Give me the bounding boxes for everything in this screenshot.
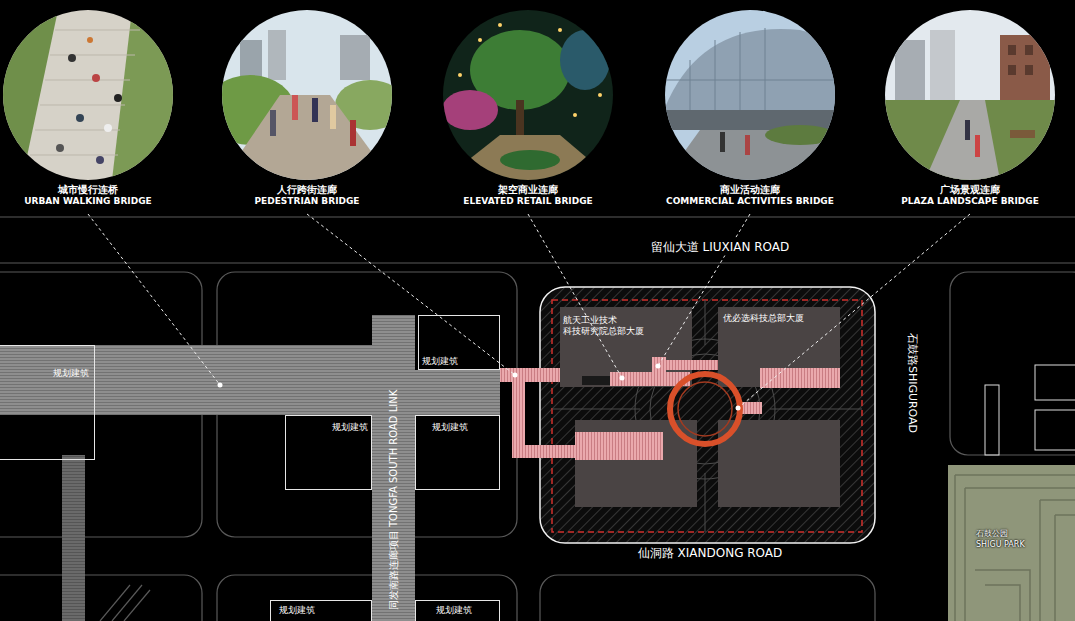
- english-caption: COMMERCIAL ACTIVITIES BRIDGE: [620, 196, 880, 207]
- circle-caption: 城市慢行连桥URBAN WALKING BRIDGE: [0, 184, 218, 207]
- circle-caption: 商业活动连廊COMMERCIAL ACTIVITIES BRIDGE: [620, 184, 880, 207]
- photo-circle: 城市慢行连桥URBAN WALKING BRIDGE: [3, 10, 173, 180]
- building-block: 优必选科技总部大厦: [718, 307, 840, 387]
- node-label: 规划建筑: [53, 368, 89, 379]
- english-caption: URBAN WALKING BRIDGE: [0, 196, 218, 207]
- road-name: 石鼓路SHIGUROAD: [905, 330, 920, 436]
- planned-building: 规划建筑: [415, 600, 500, 621]
- photo-circle: 架空商业连廊ELEVATED RETAIL BRIDGE: [443, 10, 613, 180]
- planned-building: 规划建筑: [0, 345, 95, 460]
- chinese-caption: 架空商业连廊: [398, 184, 658, 196]
- walkway-band: 同发南路连廊项目 TONGFA SOUTH ROAD LINK: [372, 315, 415, 621]
- planned-building: 规划建筑: [415, 415, 500, 490]
- circle-caption: 人行跨街连廊PEDESTRIAN BRIDGE: [177, 184, 437, 207]
- node-label: 优必选科技总部大厦: [723, 313, 804, 324]
- chinese-caption: 城市慢行连桥: [0, 184, 218, 196]
- vertical-label: 同发南路连廊项目 TONGFA SOUTH ROAD LINK: [387, 390, 401, 611]
- planned-building: 规划建筑: [270, 600, 372, 621]
- node-label: 航天工业技术 科技研究院总部大厦: [563, 315, 673, 338]
- building-block: 航天工业技术 科技研究院总部大厦: [560, 307, 692, 387]
- chinese-caption: 人行跨街连廊: [177, 184, 437, 196]
- node-label: 规划建筑: [332, 422, 368, 433]
- node-label: 规划建筑: [279, 605, 315, 616]
- photo-circle: 广场景观连廊PLAZA LANDSCAPE BRIDGE: [885, 10, 1055, 180]
- node-label: 规划建筑: [436, 605, 472, 616]
- photo-circle: 商业活动连廊COMMERCIAL ACTIVITIES BRIDGE: [665, 10, 835, 180]
- planned-building: 规划建筑: [418, 315, 500, 370]
- chinese-caption: 广场景观连廊: [840, 184, 1075, 196]
- planned-building: 规划建筑: [285, 415, 372, 490]
- circle-caption: 架空商业连廊ELEVATED RETAIL BRIDGE: [398, 184, 658, 207]
- chinese-caption: 商业活动连廊: [620, 184, 880, 196]
- english-caption: PEDESTRIAN BRIDGE: [177, 196, 437, 207]
- english-caption: ELEVATED RETAIL BRIDGE: [398, 196, 658, 207]
- node-label: 石鼓公园: [976, 529, 1008, 540]
- node-label: SHIGU PARK: [976, 540, 1025, 551]
- node-label: 规划建筑: [432, 422, 468, 433]
- english-caption: PLAZA LANDSCAPE BRIDGE: [840, 196, 1075, 207]
- node-label: 规划建筑: [422, 356, 458, 367]
- park-area: 石鼓公园SHIGU PARK: [948, 465, 1075, 621]
- circle-caption: 广场景观连廊PLAZA LANDSCAPE BRIDGE: [840, 184, 1075, 207]
- photo-circle: 人行跨街连廊PEDESTRIAN BRIDGE: [222, 10, 392, 180]
- road-name: 留仙大道 LIUXIAN ROAD: [648, 239, 793, 256]
- road-name: 仙洞路 XIANDONG ROAD: [635, 545, 786, 562]
